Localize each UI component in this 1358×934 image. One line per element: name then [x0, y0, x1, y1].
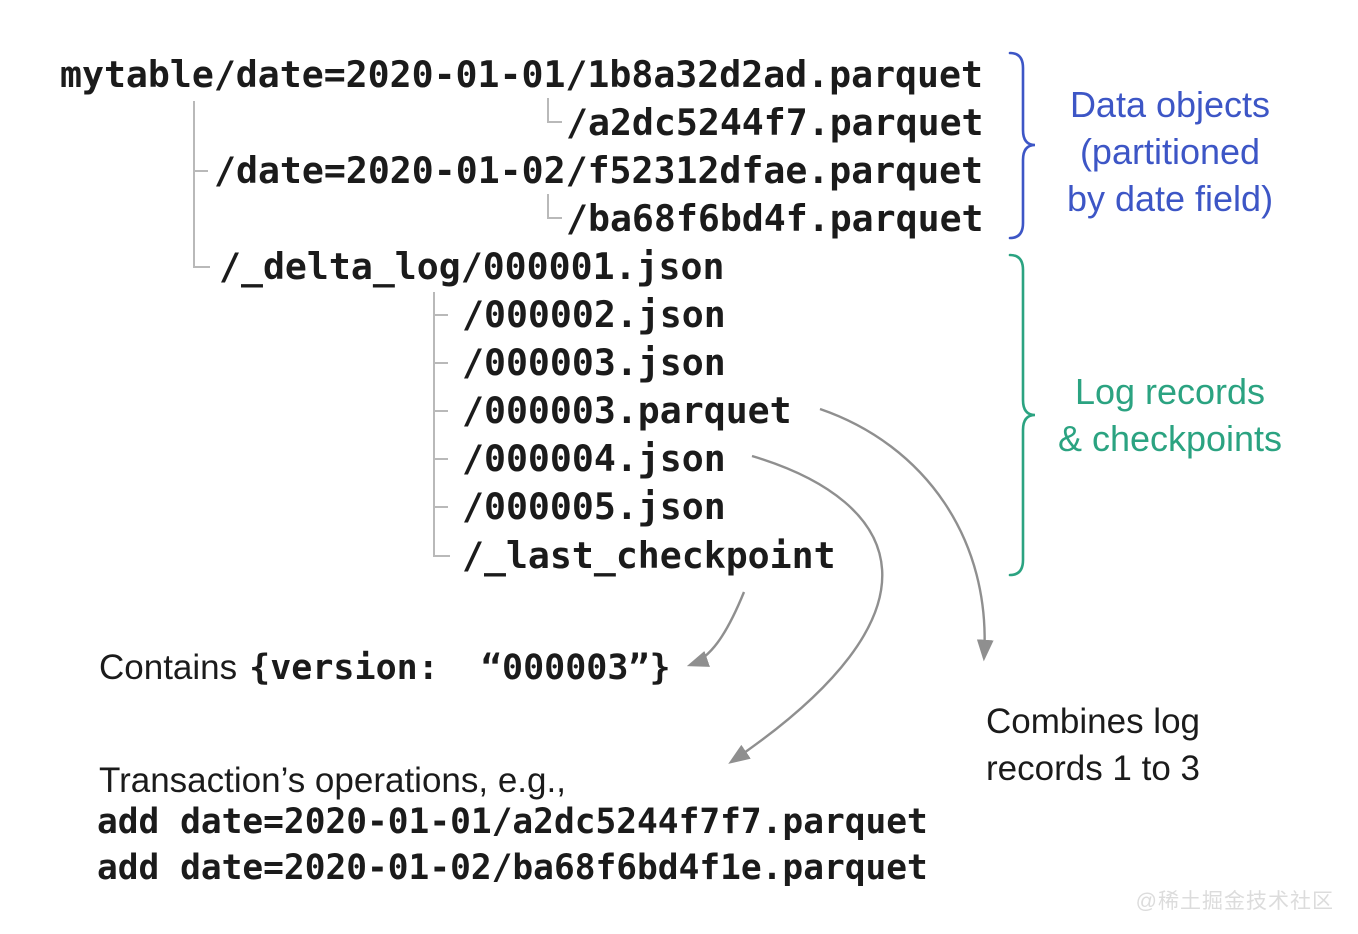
tree-connector-parquet2 [547, 98, 562, 123]
file-path-date-02: /date=2020-01-02/f52312dfae.parquet [214, 149, 984, 192]
annotation-contains: Contains {version: “000003”} [99, 646, 671, 690]
annotation-transaction-op-1: add date=2020-01-01/a2dc5244f7f7.parquet [97, 802, 928, 842]
tree-connector-tick-json5 [435, 506, 448, 508]
file-path-checkpoint-parquet: /000003.parquet [462, 389, 792, 432]
tree-connector-tick-json3 [435, 362, 448, 364]
tree-connector-tick-json2 [435, 314, 448, 316]
label-data-objects: Data objects (partitioned by date field) [1040, 81, 1300, 222]
label-log-records: Log records & checkpoints [1030, 368, 1310, 462]
annotation-combines-line1: Combines log [986, 702, 1200, 741]
annotation-contains-prefix: Contains [99, 648, 238, 687]
tree-connector-parquet4 [547, 194, 562, 219]
file-path-root: mytable/date=2020-01-01/1b8a32d2ad.parqu… [60, 53, 983, 96]
file-path-json-5: /000005.json [462, 485, 726, 528]
file-path-delta-log: /_delta_log/000001.json [219, 245, 725, 288]
label-data-objects-line3: by date field) [1066, 178, 1274, 219]
curly-brace-data-objects-icon [1008, 51, 1036, 240]
file-path-parquet-4: /ba68f6bd4f.parquet [566, 197, 984, 240]
annotation-contains-code: {version: “000003”} [249, 648, 671, 688]
annotation-transactions-title: Transaction’s operations, e.g., [99, 761, 566, 800]
file-path-json-4: /000004.json [462, 437, 726, 480]
tree-connector-tick-ckpt [435, 410, 448, 412]
label-data-objects-line1: Data objects [1069, 84, 1271, 125]
file-path-json-3: /000003.json [462, 341, 726, 384]
annotation-combines-line2: records 1 to 3 [986, 749, 1200, 788]
watermark: @稀土掘金技术社区 [1135, 890, 1334, 913]
tree-connector-root [193, 101, 210, 268]
arrow-lastcheckpoint-to-contains [686, 591, 746, 667]
annotation-transaction-op-2: add date=2020-01-02/ba68f6bd4f1e.parquet [97, 848, 928, 888]
annotation-combines: Combines log records 1 to 3 [986, 698, 1200, 792]
label-data-objects-line2: (partitioned [1079, 131, 1261, 172]
arrow-json4-to-transactions [728, 454, 884, 764]
file-path-last-checkpoint: /_last_checkpoint [462, 534, 836, 577]
arrow-checkpoint-to-combines [819, 407, 994, 662]
label-log-records-line2: & checkpoints [1057, 418, 1283, 459]
file-path-json-2: /000002.json [462, 293, 726, 336]
tree-connector-tick-json4 [435, 458, 448, 460]
file-path-parquet-2: /a2dc5244f7.parquet [566, 101, 984, 144]
label-log-records-line1: Log records [1074, 371, 1266, 412]
tree-connector-deltalog [433, 292, 450, 557]
tree-connector-tick-date02 [195, 170, 208, 172]
